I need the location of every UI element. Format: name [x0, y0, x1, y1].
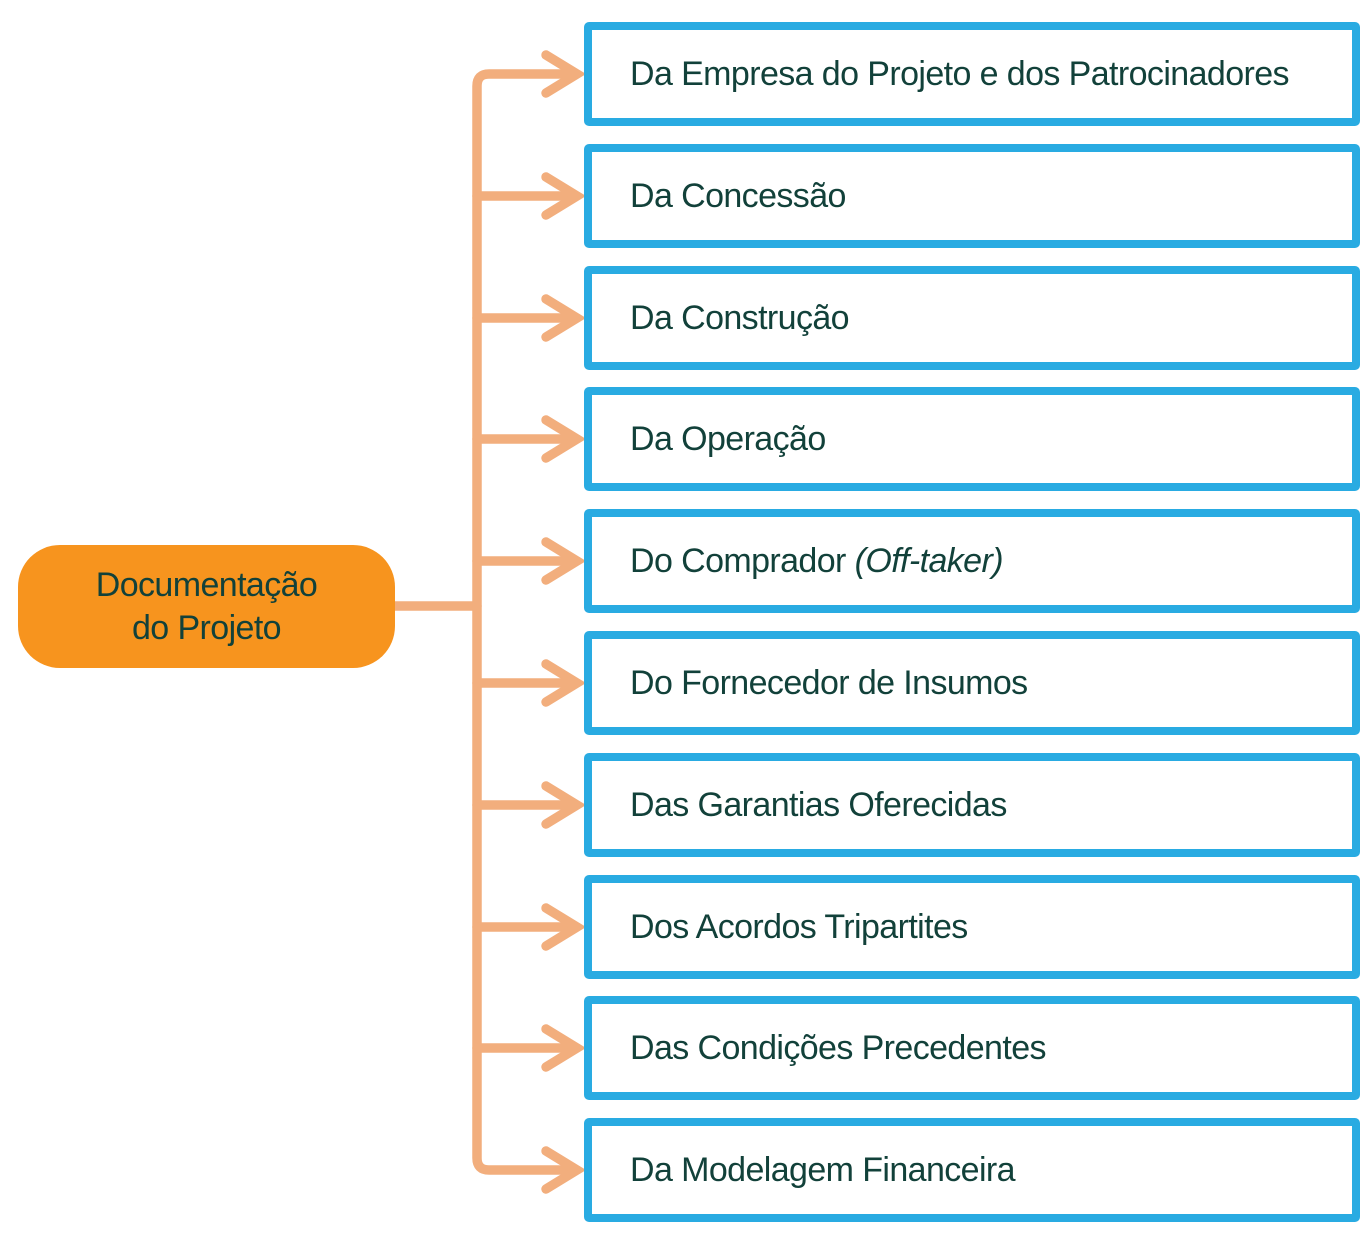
- document-node-label: Das Condições Precedentes: [630, 1028, 1047, 1067]
- document-node: Do Comprador (Off-taker): [584, 509, 1360, 613]
- document-node-label: Do Comprador (Off-taker): [630, 541, 1004, 580]
- root-node-label-line2: do Projeto: [132, 608, 282, 647]
- document-node: Da Operação: [584, 387, 1360, 491]
- document-node-label: Do Fornecedor de Insumos: [630, 663, 1028, 702]
- document-node-label: Da Concessão: [630, 176, 846, 215]
- document-node: Da Construção: [584, 266, 1360, 370]
- document-node-label: Da Modelagem Financeira: [630, 1150, 1016, 1189]
- document-node: Da Empresa do Projeto e dos Patrocinador…: [584, 22, 1360, 126]
- document-node-label: Da Operação: [630, 419, 826, 458]
- document-node: Do Fornecedor de Insumos: [584, 631, 1360, 735]
- document-node: Da Modelagem Financeira: [584, 1118, 1360, 1222]
- document-node: Da Concessão: [584, 144, 1360, 248]
- document-node-label: Dos Acordos Tripartites: [630, 907, 968, 946]
- root-node-label-line1: Documentação: [95, 565, 318, 604]
- document-node-label: Das Garantias Oferecidas: [630, 785, 1007, 824]
- document-node-label: Da Empresa do Projeto e dos Patrocinador…: [630, 54, 1290, 93]
- document-node: Dos Acordos Tripartites: [584, 875, 1360, 979]
- document-node-label: Da Construção: [630, 298, 850, 337]
- root-node: Documentação do Projeto: [18, 545, 395, 668]
- document-node: Das Garantias Oferecidas: [584, 753, 1360, 857]
- document-node: Das Condições Precedentes: [584, 996, 1360, 1100]
